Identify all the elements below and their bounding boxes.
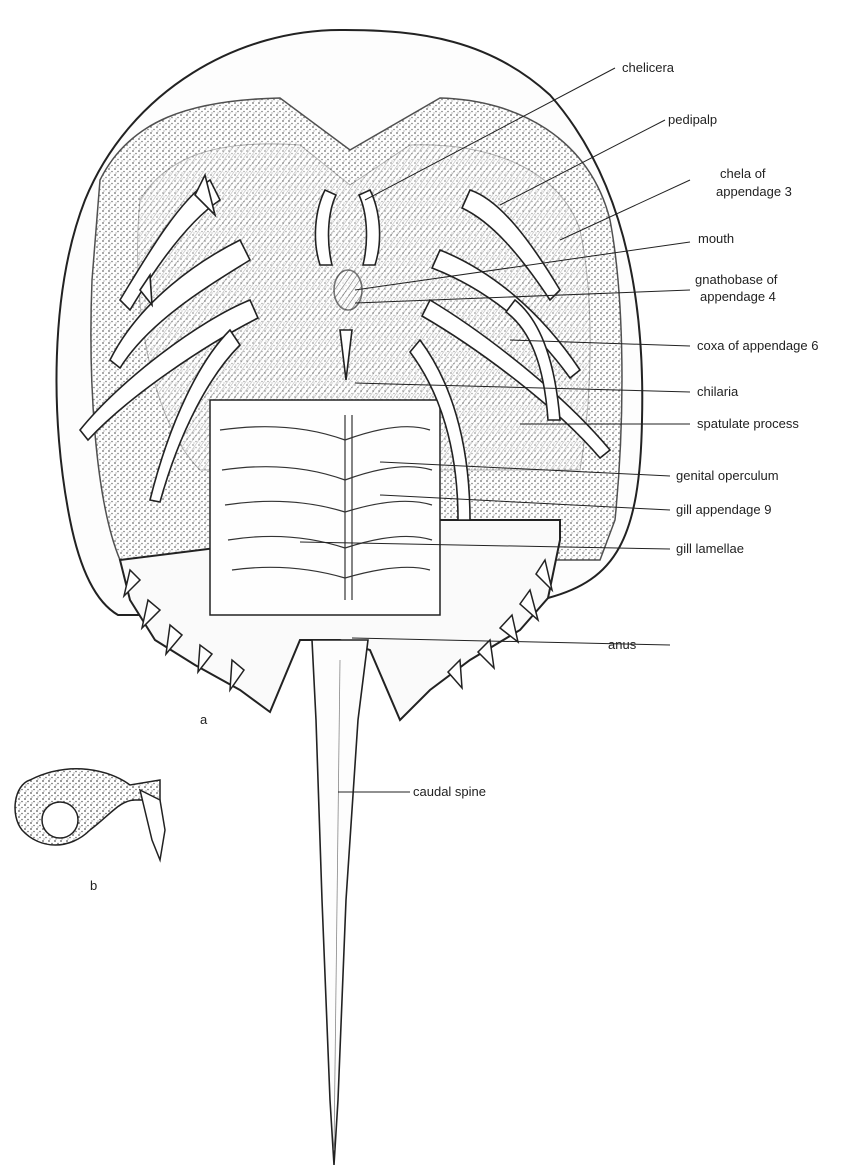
label-chela-line2: appendage 3 bbox=[716, 184, 792, 200]
figure-label-a: a bbox=[200, 712, 207, 728]
figure-b-appendage bbox=[15, 769, 165, 860]
label-chilaria: chilaria bbox=[697, 384, 738, 400]
label-gnathobase-line1: gnathobase of bbox=[695, 272, 777, 288]
label-chela-line1: chela of bbox=[720, 166, 766, 182]
label-anus: anus bbox=[608, 637, 636, 653]
figure-label-b: b bbox=[90, 878, 97, 894]
label-mouth: mouth bbox=[698, 231, 734, 247]
caudal-spine bbox=[312, 640, 368, 1165]
gill-region bbox=[210, 400, 440, 615]
label-pedipalp: pedipalp bbox=[668, 112, 717, 128]
label-spatulate: spatulate process bbox=[697, 416, 799, 432]
label-chelicera: chelicera bbox=[622, 60, 674, 76]
label-gnathobase-line2: appendage 4 bbox=[700, 289, 776, 305]
label-caudal-spine: caudal spine bbox=[413, 784, 486, 800]
label-gill-lamellae: gill lamellae bbox=[676, 541, 744, 557]
label-genital-operculum: genital operculum bbox=[676, 468, 779, 484]
label-coxa: coxa of appendage 6 bbox=[697, 338, 818, 354]
label-gill-appendage: gill appendage 9 bbox=[676, 502, 771, 518]
